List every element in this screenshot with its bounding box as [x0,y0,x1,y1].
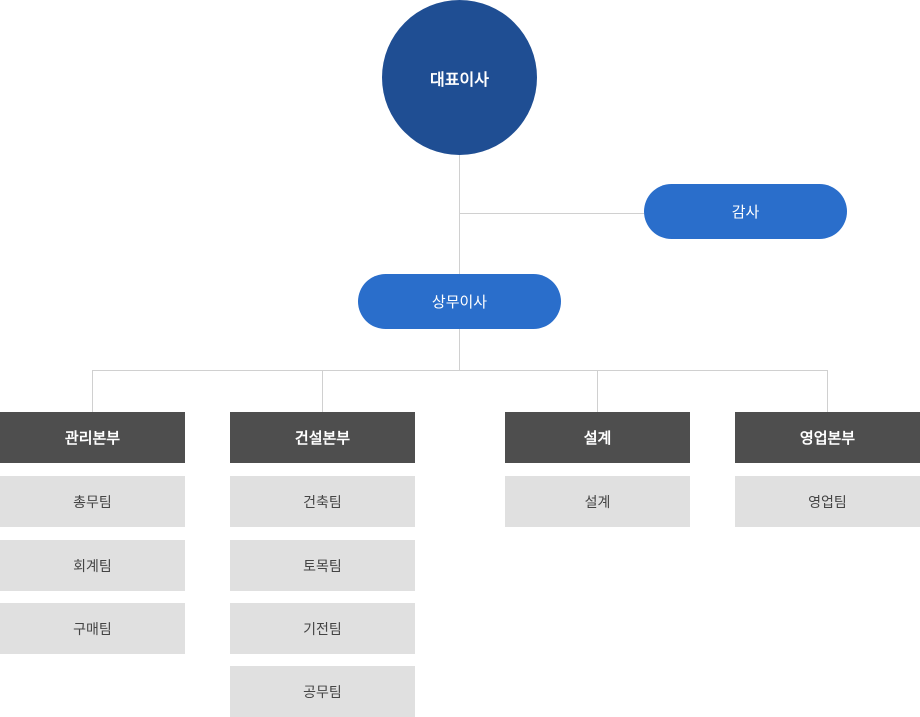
department-bus-line [92,370,828,371]
ceo-node: 대표이사 [382,0,537,155]
team-public-works: 공무팀 [230,666,415,717]
ceo-connector-line [459,155,460,274]
team-sales: 영업팀 [735,476,920,527]
department-sales: 영업본부 [735,412,920,463]
auditor-connector-line [459,213,644,214]
department-construction: 건설본부 [230,412,415,463]
department-design: 설계 [505,412,690,463]
dept-drop-line-2 [322,370,323,412]
team-civil: 토목팀 [230,540,415,591]
dept-drop-line-3 [597,370,598,412]
team-architecture: 건축팀 [230,476,415,527]
dept-drop-line-1 [92,370,93,412]
managing-director-node: 상무이사 [358,274,561,329]
managing-connector-line [459,329,460,371]
dept-drop-line-4 [827,370,828,412]
department-management: 관리본부 [0,412,185,463]
team-general-affairs: 총무팀 [0,476,185,527]
team-accounting: 회계팀 [0,540,185,591]
team-purchasing: 구매팀 [0,603,185,654]
team-mechanical-electrical: 기전팀 [230,603,415,654]
team-design: 설계 [505,476,690,527]
auditor-node: 감사 [644,184,847,239]
